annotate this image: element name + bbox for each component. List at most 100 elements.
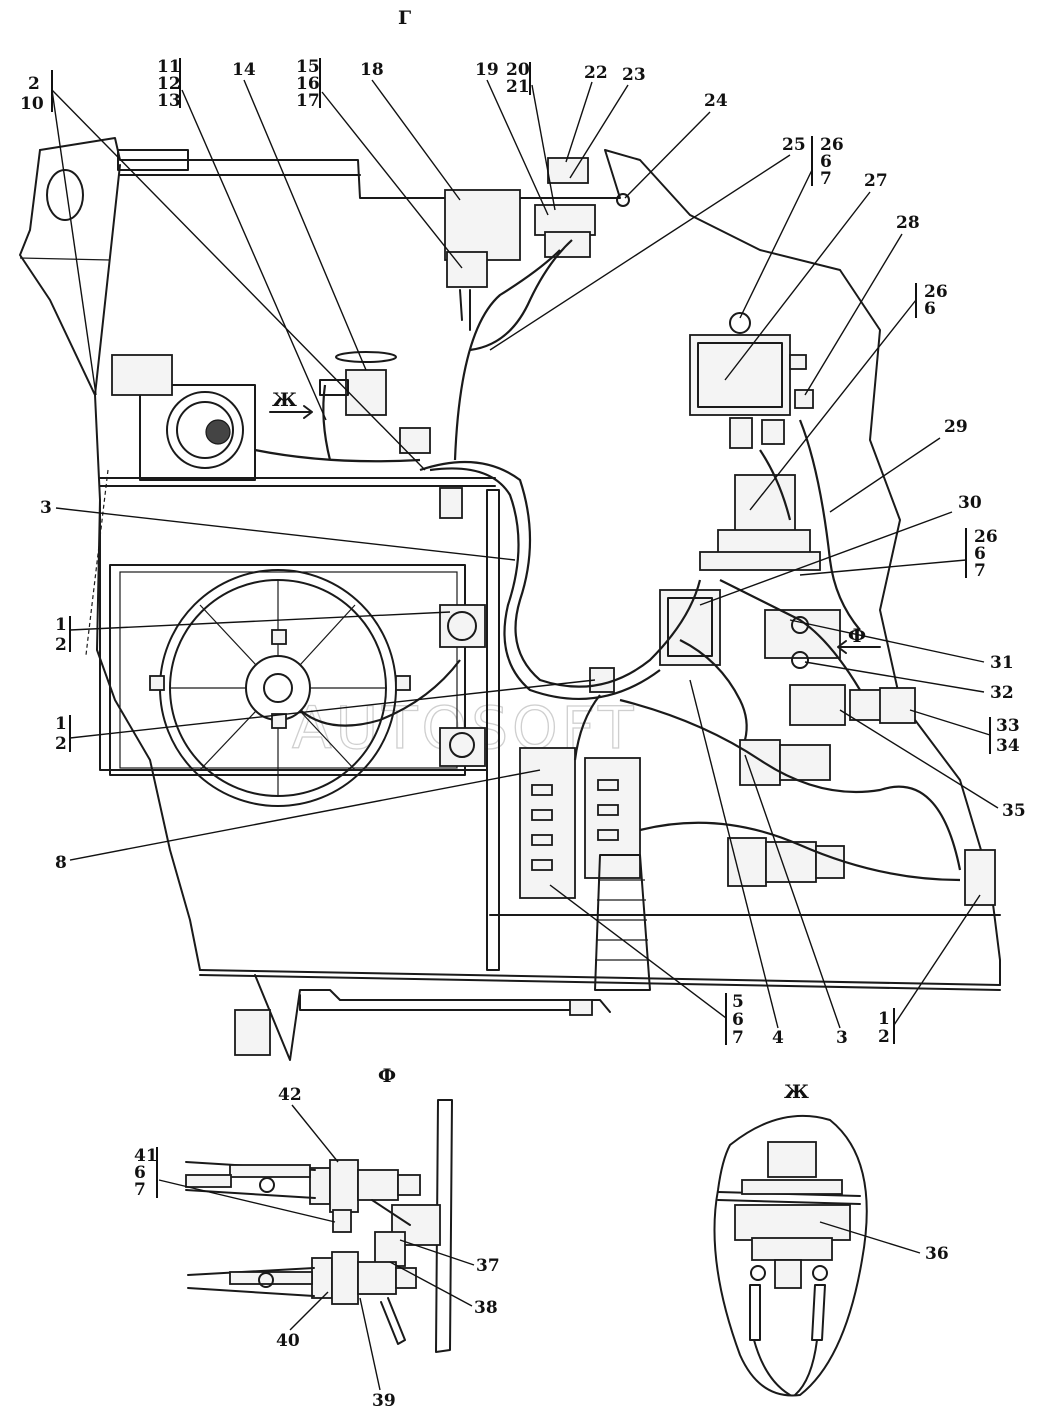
svg-text:7: 7	[974, 561, 986, 581]
callout-41-6-7: 41 6 7	[134, 1146, 336, 1223]
svg-text:42: 42	[278, 1085, 302, 1105]
arrow-label-f: Ф	[848, 625, 866, 647]
callout-26-6-7-top: 26 6 7	[739, 135, 844, 319]
callout-31: 31	[789, 619, 1014, 673]
svg-text:6: 6	[134, 1163, 146, 1183]
view-title-g: Г	[398, 7, 411, 29]
svg-text:34: 34	[996, 736, 1020, 756]
svg-text:39: 39	[372, 1391, 396, 1411]
svg-text:22: 22	[584, 63, 608, 83]
callout-35: 35	[839, 709, 1026, 821]
svg-text:2: 2	[878, 1027, 890, 1047]
svg-text:1: 1	[878, 1009, 890, 1029]
svg-text:16: 16	[296, 74, 320, 94]
svg-text:18: 18	[360, 60, 384, 80]
svg-text:14: 14	[232, 60, 256, 80]
callout-40: 40	[276, 1291, 329, 1351]
callout-26-6: 26 6	[749, 282, 948, 511]
svg-text:33: 33	[996, 716, 1020, 736]
svg-text:24: 24	[704, 91, 728, 111]
callout-1-2-b: 1 2	[55, 679, 596, 754]
callout-22: 22	[565, 63, 608, 163]
svg-text:2: 2	[55, 635, 67, 655]
svg-text:20: 20	[506, 60, 530, 80]
callout-37: 37	[399, 1239, 500, 1276]
callout-26-6-7-mid: 26 6 7	[799, 527, 998, 581]
svg-text:2: 2	[55, 734, 67, 754]
callout-3-left: 3	[40, 498, 516, 561]
callout-42: 42	[278, 1085, 339, 1163]
callout-29: 29	[829, 417, 968, 513]
svg-text:19: 19	[475, 60, 499, 80]
svg-text:37: 37	[476, 1256, 500, 1276]
svg-text:6: 6	[974, 544, 986, 564]
svg-text:38: 38	[474, 1298, 498, 1318]
callout-3-bottom: 3	[744, 754, 848, 1048]
svg-text:17: 17	[296, 91, 320, 111]
svg-text:28: 28	[896, 213, 920, 233]
svg-text:25: 25	[782, 135, 806, 155]
svg-text:6: 6	[732, 1010, 744, 1030]
callout-2-10: 2 10	[20, 70, 426, 471]
arrow-f-icon	[837, 640, 881, 654]
svg-text:4: 4	[772, 1028, 784, 1048]
callout-18: 18	[360, 60, 461, 201]
callout-24: 24	[624, 91, 728, 199]
svg-text:10: 10	[20, 94, 44, 114]
callout-39: 39	[359, 1297, 396, 1411]
svg-text:21: 21	[506, 77, 530, 97]
callout-32: 32	[804, 661, 1014, 703]
callout-14: 14	[232, 60, 367, 371]
svg-text:41: 41	[134, 1146, 158, 1166]
detail-zh-drawing	[713, 1114, 868, 1397]
callout-8: 8	[55, 769, 541, 873]
callout-11-13: 11 12 13	[157, 57, 327, 421]
svg-text:2: 2	[28, 74, 40, 94]
detail-f-drawing	[185, 1099, 453, 1353]
callout-19: 19	[475, 60, 549, 216]
svg-text:1: 1	[55, 714, 67, 734]
view-title-zh: Ж	[784, 1081, 809, 1103]
svg-text:27: 27	[864, 171, 888, 191]
callout-25: 25	[489, 135, 806, 351]
svg-text:30: 30	[958, 493, 982, 513]
callout-20-21: 20 21	[506, 60, 556, 211]
callout-27: 27	[724, 171, 888, 381]
svg-text:5: 5	[732, 992, 744, 1012]
svg-text:3: 3	[836, 1028, 848, 1048]
svg-text:7: 7	[820, 169, 832, 189]
svg-text:6: 6	[820, 152, 832, 172]
svg-text:3: 3	[40, 498, 52, 518]
svg-text:36: 36	[925, 1244, 949, 1264]
callout-30: 30	[699, 493, 982, 606]
svg-text:13: 13	[157, 91, 181, 111]
svg-text:12: 12	[157, 74, 181, 94]
svg-text:6: 6	[924, 299, 936, 319]
callout-15-17: 15 16 17	[296, 57, 463, 269]
callout-38: 38	[389, 1261, 498, 1318]
svg-text:29: 29	[944, 417, 968, 437]
svg-text:8: 8	[55, 853, 67, 873]
callout-33-34: 33 34	[909, 709, 1020, 756]
svg-text:15: 15	[296, 57, 320, 77]
callout-1-2-a: 1 2	[55, 611, 451, 655]
svg-text:23: 23	[622, 65, 646, 85]
callout-28: 28	[804, 213, 920, 396]
svg-text:7: 7	[732, 1028, 744, 1048]
svg-text:11: 11	[157, 57, 181, 77]
svg-text:26: 26	[974, 527, 998, 547]
svg-text:26: 26	[924, 282, 948, 302]
arrow-zh-icon	[269, 405, 313, 419]
callout-4: 4	[689, 679, 784, 1048]
svg-text:26: 26	[820, 135, 844, 155]
main-view-drawing	[19, 137, 1001, 1061]
svg-text:32: 32	[990, 683, 1014, 703]
callout-23: 23	[569, 65, 646, 179]
callout-36: 36	[819, 1221, 949, 1264]
callout-1-2-c: 1 2	[878, 894, 981, 1047]
arrow-label-zh: Ж	[272, 389, 297, 411]
svg-text:31: 31	[990, 653, 1014, 673]
svg-text:7: 7	[134, 1180, 146, 1200]
svg-text:1: 1	[55, 615, 67, 635]
callout-5-6-7: 5 6 7	[549, 884, 744, 1048]
